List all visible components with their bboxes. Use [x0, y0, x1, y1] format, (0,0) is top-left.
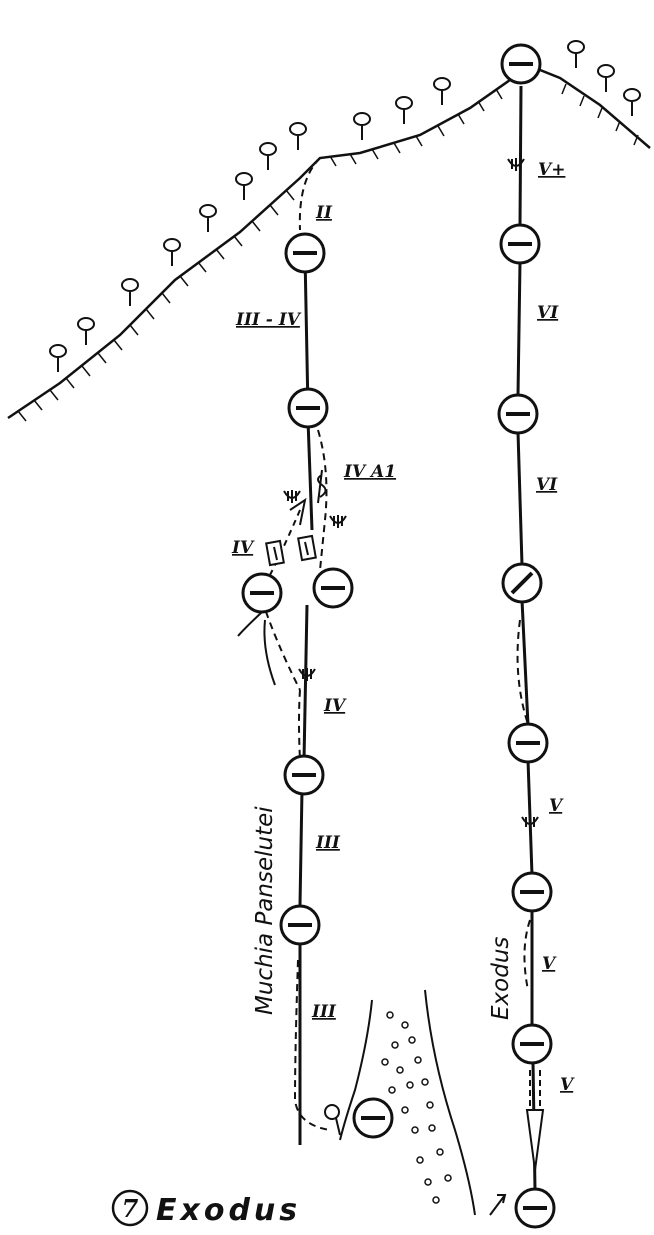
- belay-station-icon: [284, 232, 326, 274]
- belay-station-icon: [501, 562, 543, 604]
- belay-station-icon: [279, 904, 321, 946]
- caption-title: Exodus: [156, 1193, 301, 1228]
- belay-station-icon: [511, 1023, 553, 1065]
- belay-station-icon: [511, 871, 553, 913]
- grade-label: III: [311, 1002, 337, 1022]
- grade-label: VI: [537, 303, 559, 323]
- belay-station-icon: [497, 393, 539, 435]
- grade-label: V: [560, 1075, 575, 1095]
- caption-number: 7: [122, 1194, 139, 1223]
- grade-label: V: [549, 796, 564, 816]
- belay-station-icon: [507, 722, 549, 764]
- grade-label: IV A1: [343, 462, 396, 482]
- route-exodus: [516, 85, 545, 1191]
- scree-gully: [324, 989, 507, 1216]
- grade-label: III: [315, 833, 341, 853]
- route-muchia-panselutei: [237, 157, 331, 1145]
- ridge-line: [7, 66, 651, 422]
- grade-label: V: [542, 954, 557, 974]
- belay-station-icon: [287, 387, 329, 429]
- belay-station-icon: [352, 1097, 394, 1139]
- belay-stations: [241, 43, 556, 1229]
- caption-number-badge: [111, 1189, 149, 1227]
- grade-label: V+: [538, 160, 565, 180]
- figure-caption: 7 Exodus: [111, 1189, 301, 1228]
- grade-label: II: [315, 203, 333, 223]
- belay-station-icon: [499, 223, 541, 265]
- grade-label: IV: [323, 696, 347, 716]
- grade-label: III - IV: [235, 310, 302, 330]
- route-name-muchia-panselutei: Muchia Panselutei: [252, 806, 278, 1015]
- belay-station-icon: [500, 43, 542, 85]
- belay-station-icon: [514, 1187, 556, 1229]
- belay-station-icon: [241, 572, 283, 614]
- belay-station-icon: [312, 567, 354, 609]
- grade-label: VI: [536, 475, 558, 495]
- route-name-exodus: Exodus: [488, 937, 514, 1020]
- belay-station-icon: [283, 754, 325, 796]
- grade-label: IV: [231, 538, 255, 558]
